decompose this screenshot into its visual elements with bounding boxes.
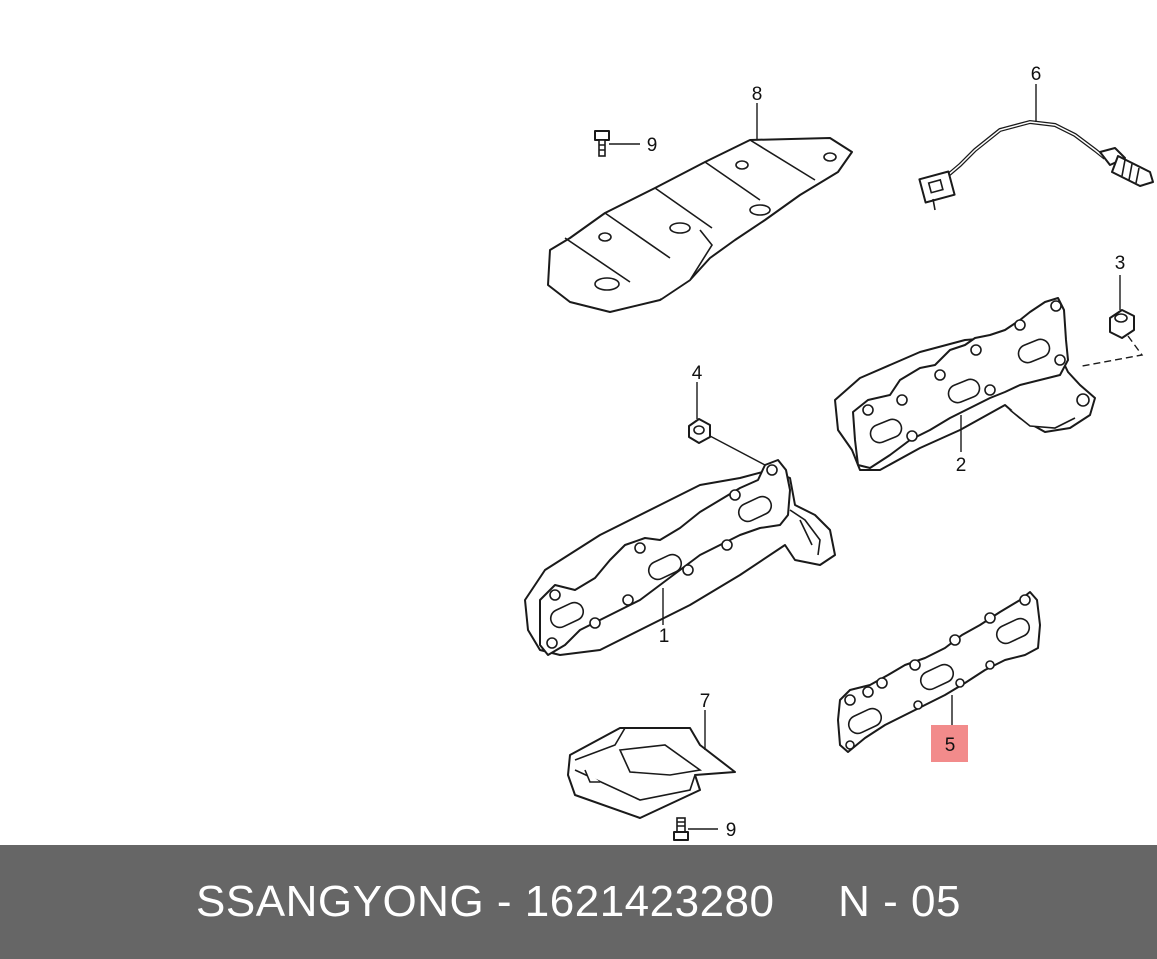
callout-4: 4 xyxy=(692,363,703,384)
brand-name: SSANGYONG xyxy=(196,877,485,926)
parts-diagram: 8 9 6 3 4 2 1 7 5 9 xyxy=(524,64,1154,841)
nut-part-4 xyxy=(688,418,711,444)
callout-9-bottom: 9 xyxy=(726,820,737,841)
footer-caption: SSANGYONG - 1621423280 N - 05 xyxy=(196,877,961,927)
callout-5: 5 xyxy=(945,735,956,756)
position-label: N - 05 xyxy=(838,877,961,926)
callout-5-highlight xyxy=(931,725,968,762)
exhaust-manifold-part-2 xyxy=(834,297,1096,471)
part-number: 1621423280 xyxy=(524,877,775,926)
caption-gap xyxy=(775,877,839,926)
brand-separator: - xyxy=(484,877,525,926)
gasket-part-5 xyxy=(837,591,1041,753)
oxygen-sensor-part-6 xyxy=(918,119,1154,211)
callout-9-top: 9 xyxy=(647,135,658,156)
exhaust-manifold-part-1 xyxy=(524,459,836,656)
callout-6: 6 xyxy=(1031,64,1042,85)
callout-3: 3 xyxy=(1115,253,1126,274)
callout-8: 8 xyxy=(752,84,763,105)
heat-shield-part-8 xyxy=(547,137,853,313)
callout-2: 2 xyxy=(956,455,967,476)
bolt-part-9-bottom xyxy=(673,817,689,841)
lower-shield-part-7 xyxy=(567,727,736,819)
nut-part-3 xyxy=(1109,309,1135,339)
callout-1: 1 xyxy=(659,626,670,647)
callout-7: 7 xyxy=(700,691,711,712)
footer-bar: SSANGYONG - 1621423280 N - 05 xyxy=(0,845,1157,959)
bolt-part-9-top xyxy=(594,130,610,157)
